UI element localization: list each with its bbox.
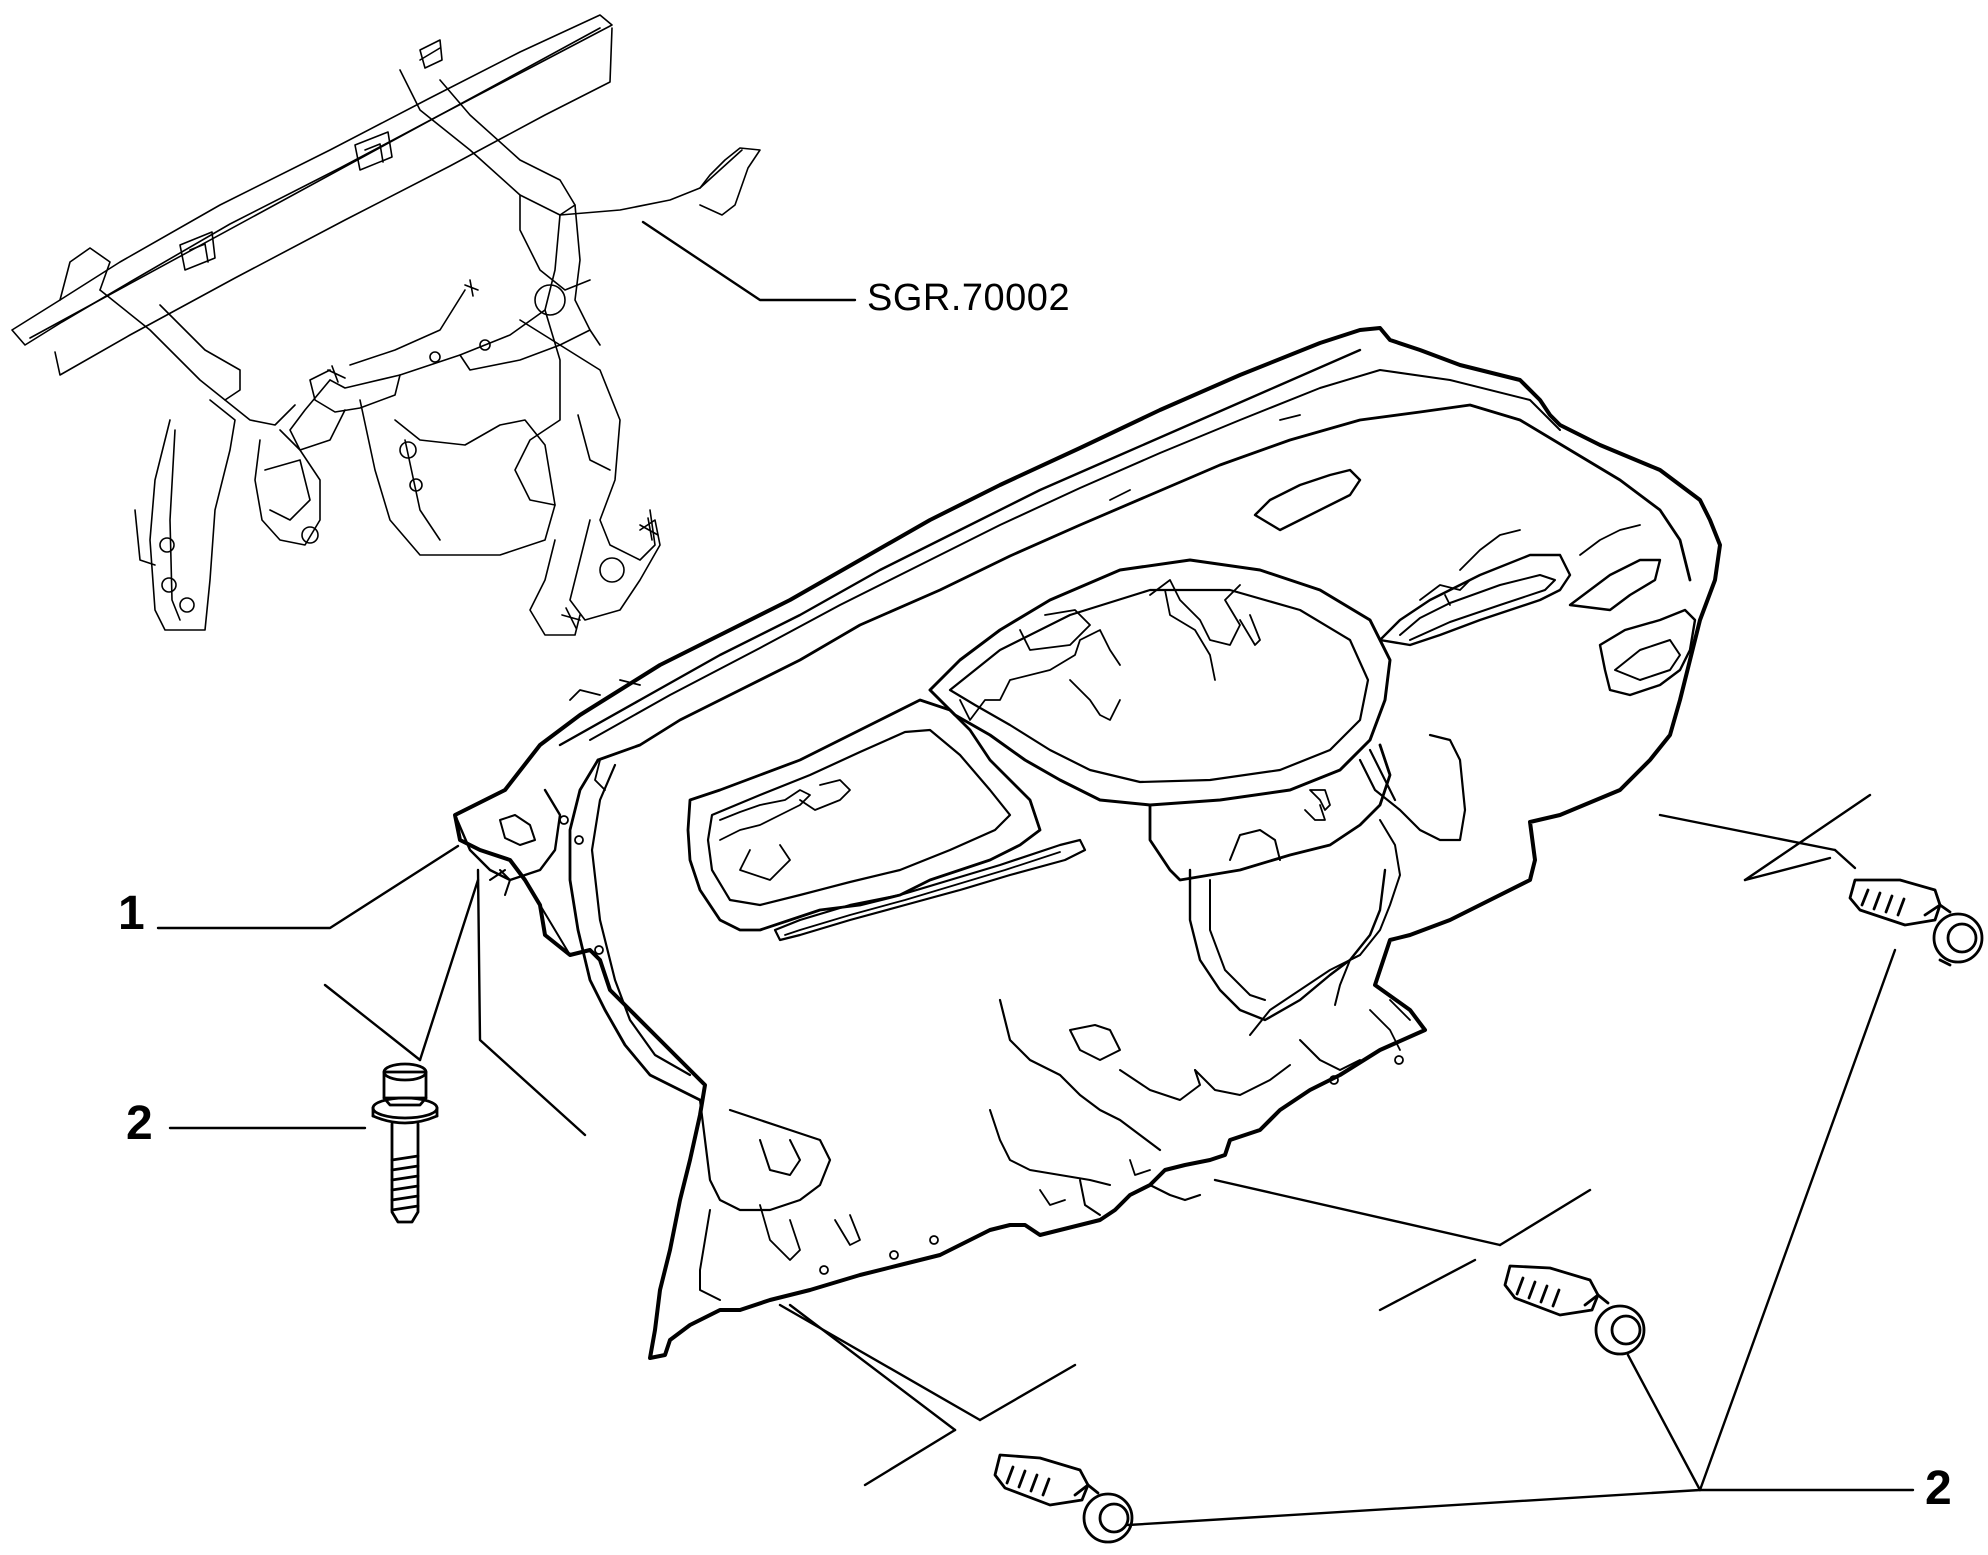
bolt-right-upper (1848, 878, 1984, 967)
callout-2-right-label: 2 (1925, 1462, 1952, 1515)
bolt-lower (993, 1453, 1134, 1544)
ref-leader-line (641, 220, 857, 302)
bolt-left (371, 1062, 439, 1224)
callout-2-left-label: 2 (126, 1097, 153, 1150)
cross-car-beam-drawing (11, 14, 761, 636)
leader-lines (156, 793, 1915, 1527)
ref-code-label: SGR.70002 (867, 277, 1071, 319)
dashboard-panel-drawing (453, 326, 1722, 1360)
callout-1-label: 1 (118, 887, 145, 940)
bolt-center (1503, 1264, 1646, 1356)
